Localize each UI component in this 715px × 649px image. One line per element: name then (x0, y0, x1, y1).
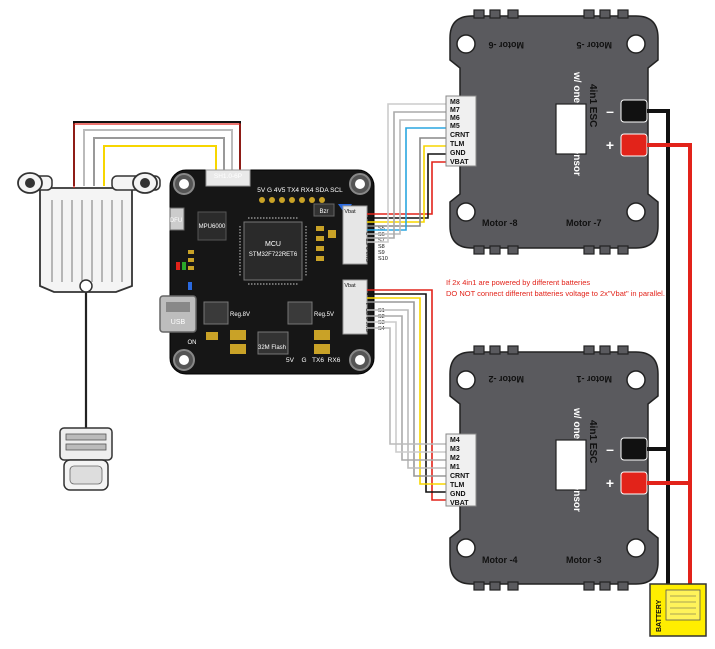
esc-bottom-motor2: Motor -2 (489, 374, 525, 384)
esc-top-pin-crnt: CRNT (450, 132, 470, 139)
esc-top-pin-m8: M8 (450, 99, 460, 106)
fc-connector-1 (342, 279, 368, 335)
warning-line-2: DO NOT connect different batteries volta… (446, 289, 665, 298)
esc-top-motor6: Motor -6 (489, 40, 525, 50)
esc-bottom-pin-m2: M2 (450, 455, 460, 462)
vtx-wires (73, 121, 241, 188)
esc-bottom-pin-gnd: GND (450, 491, 466, 498)
pin-s1: S1 (378, 308, 385, 314)
dfu-label: DFU (170, 218, 182, 224)
esc-bottom-pin-tlm: TLM (450, 482, 465, 489)
conn2-pin-labels: S5 S6 S7 S8 S9 S10 (378, 226, 388, 262)
mcu-part-label: STM32F722RET6 (249, 252, 298, 258)
esc-top-pin-gnd: GND (450, 150, 466, 157)
reg5-label: Reg.5V (314, 312, 334, 318)
wires-to-bottom-esc (367, 289, 446, 501)
esc-top-pin-tlm: TLM (450, 141, 465, 148)
imu-label: MPU6000 (199, 224, 226, 230)
esc-bottom-subtitle: w/ one current sensor (571, 407, 582, 512)
fc-top-pads-label: 5V G 4V5 TX4 RX4 SDA SCL (257, 187, 343, 194)
pin-s4: S4 (378, 326, 385, 332)
mcu-label: MCU (265, 241, 281, 248)
conn1-vbat-label: Vbat (344, 283, 356, 289)
usb-label: USB (171, 319, 186, 326)
esc-bottom-motor3: Motor -3 (566, 555, 602, 565)
pin-s3: S3 (378, 320, 385, 326)
esc-bottom-plus: + (606, 475, 614, 491)
pin-s5: S5 (378, 226, 385, 232)
vtx-camera-module (17, 172, 161, 491)
esc-top-pin-m7: M7 (450, 107, 460, 114)
battery: BATTERY (649, 583, 707, 637)
pin-s6: S6 (378, 232, 385, 238)
conn1-pin-labels: S1 S2 S3 S4 (378, 308, 385, 332)
esc-bottom: Motor -2 Motor -1 Motor -4 Motor -3 4in1… (445, 345, 659, 591)
conn2-vbat-label: Vbat (344, 209, 356, 215)
warning-note: If 2x 4in1 are powered by different batt… (446, 278, 665, 298)
esc-top-pin-vbat: VBAT (450, 159, 469, 166)
esc-bottom-pin-m3: M3 (450, 446, 460, 453)
bottom-pad-tx6: TX6 (312, 357, 324, 364)
pin-s10: S10 (378, 256, 388, 262)
esc-top-title: 4in1 ESC (587, 84, 598, 127)
esc-bottom-pin-vbat: VBAT (450, 500, 469, 507)
bottom-pad-5v: 5V (286, 357, 295, 364)
bzr-label: Bzr (320, 209, 329, 215)
fc-connector-2 (342, 205, 368, 265)
wires-to-top-esc (367, 103, 446, 243)
esc-bottom-pin-crnt: CRNT (450, 473, 470, 480)
flash-label: 32M Flash (258, 345, 286, 351)
esc-top-subtitle: w/ one current sensor (571, 71, 582, 176)
esc-bottom-title: 4in1 ESC (587, 420, 598, 463)
pin-s2: S2 (378, 314, 385, 320)
esc-top-motor7: Motor -7 (566, 218, 602, 228)
conn1-label: SH1.0-8P_1 (366, 302, 372, 332)
esc-bottom-pin-m4: M4 (450, 437, 460, 444)
pin-s9: S9 (378, 250, 385, 256)
esc-top-plus: + (606, 137, 614, 153)
esc-top-motor8: Motor -8 (482, 218, 518, 228)
fc-top-connector (205, 169, 251, 187)
flight-controller: SH1.0-6P 5V G 4V5 TX4 RX4 SDA SCL DFU MP… (159, 169, 375, 375)
power-wires (647, 109, 692, 586)
bottom-pad-rx6: RX6 (328, 357, 341, 364)
pin-s8: S8 (378, 244, 385, 250)
esc-top-motor5: Motor -5 (577, 40, 613, 50)
bottom-pad-g: G (301, 357, 306, 364)
mcu-chip: MCU STM32F722RET6 (239, 217, 307, 285)
esc-bottom-minus: – (606, 441, 614, 457)
esc-top: Motor -6 Motor -5 Motor -8 Motor -7 4in1… (445, 9, 659, 255)
esc-bottom-motor4: Motor -4 (482, 555, 518, 565)
warning-line-1: If 2x 4in1 are powered by different batt… (446, 278, 590, 287)
esc-bottom-pin-m1: M1 (450, 464, 460, 471)
esc-top-pin-m6: M6 (450, 115, 460, 122)
pin-s7: S7 (378, 238, 385, 244)
on-label: ON (188, 340, 197, 346)
fc-top-connector-label: SH1.0-6P (214, 173, 242, 180)
reg8-label: Reg.8V (230, 312, 250, 318)
usb-port (159, 295, 197, 333)
conn2-label: SH1.0-8P_2 (366, 232, 372, 262)
esc-bottom-motor1: Motor -1 (577, 374, 613, 384)
esc-top-pin-m5: M5 (450, 123, 460, 130)
battery-label: BATTERY (656, 599, 663, 632)
esc-top-minus: – (606, 103, 614, 119)
